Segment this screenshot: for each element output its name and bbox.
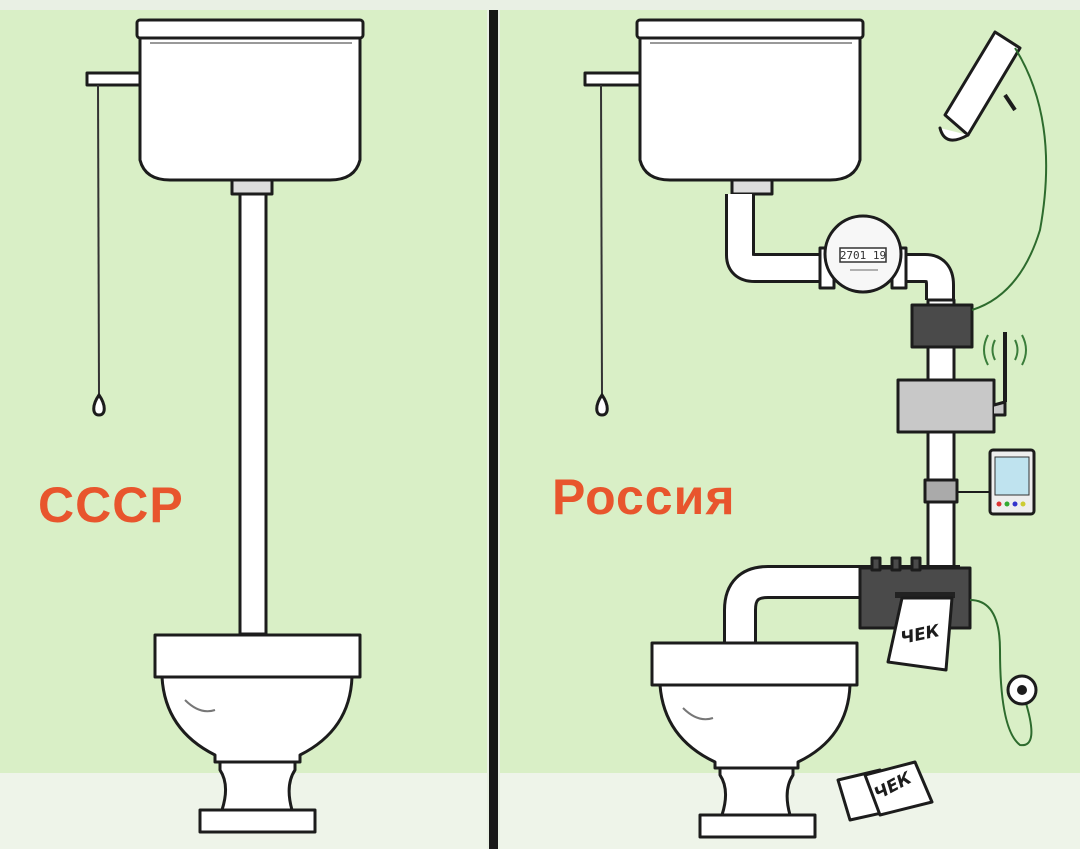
- water-meter-icon: 2701 19: [818, 214, 908, 294]
- receipt-icon: ЧЕК: [886, 596, 954, 672]
- panel-divider: [489, 10, 498, 849]
- pull-chain-icon: [85, 71, 144, 417]
- security-camera-icon: [938, 30, 1022, 142]
- cistern-icon: [635, 18, 865, 196]
- cistern-icon: [135, 18, 365, 196]
- panel-russia: 2701 19: [500, 10, 1080, 849]
- wall-socket-icon: [1006, 674, 1038, 706]
- control-unit: [910, 303, 974, 349]
- ussr-toilet-illustration: [85, 18, 365, 834]
- camera-cable: [971, 47, 1048, 311]
- panel-ussr: СССР: [0, 10, 487, 849]
- pull-chain-icon: [583, 71, 642, 417]
- power-cord: [969, 599, 1033, 747]
- label-russia: Россия: [552, 469, 736, 525]
- tablet-icon: [988, 448, 1036, 516]
- label-ussr: СССР: [38, 477, 184, 533]
- sensor-coupling: [923, 478, 959, 504]
- dropped-receipts: ЧЕК: [836, 760, 934, 822]
- transmitter-box: [896, 332, 1027, 434]
- toilet-icon: [153, 633, 362, 834]
- toilet-icon: [650, 641, 859, 839]
- russia-toilet-illustration: 2701 19: [583, 18, 1048, 839]
- meter-reading: 2701 19: [840, 249, 886, 262]
- drain-pipe: [238, 192, 268, 636]
